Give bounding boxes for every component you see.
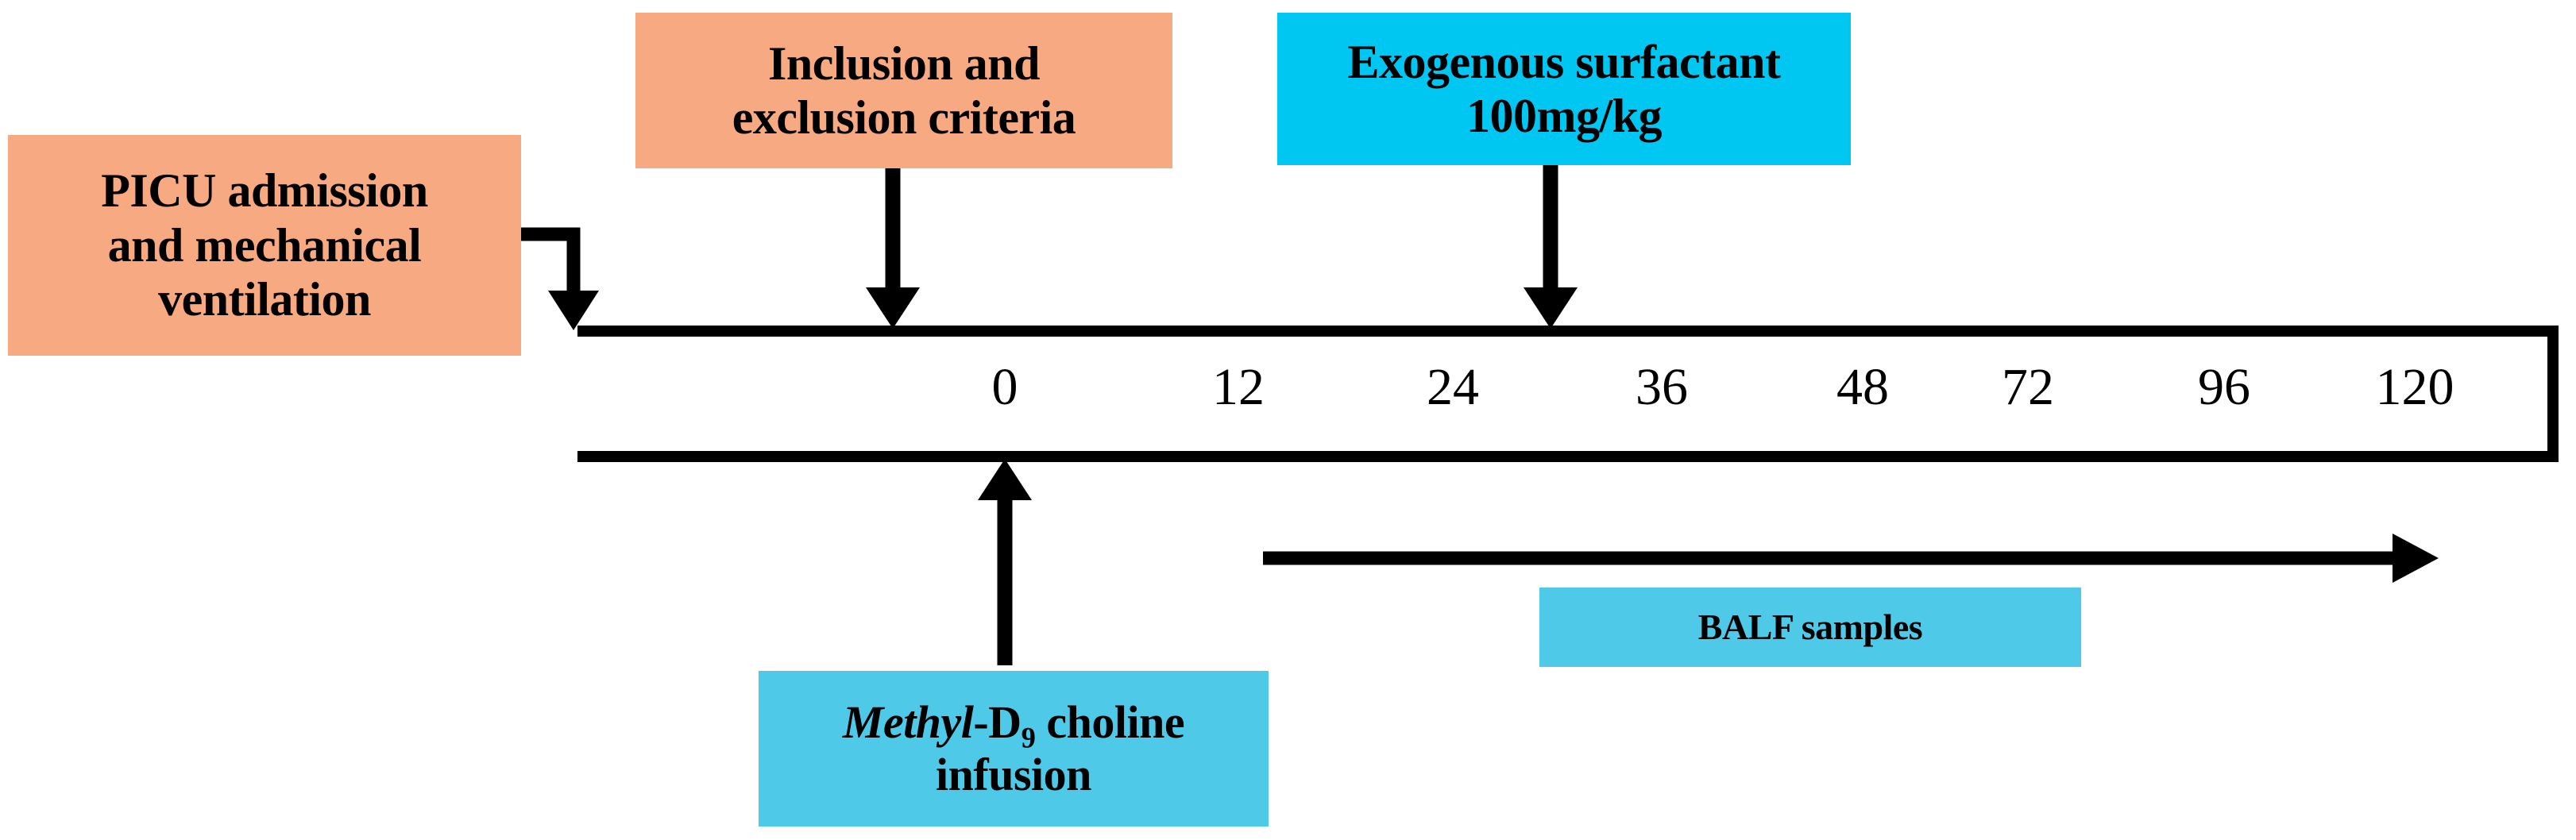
inclusion-arrow xyxy=(866,168,920,329)
inclusion-line-2: exclusion criteria xyxy=(732,91,1076,144)
surfactant-arrow xyxy=(1524,165,1578,329)
balf-samples-box: BALF samples xyxy=(1539,588,2081,667)
timeline-tick-48: 48 xyxy=(1836,358,1889,416)
balf-label: BALF samples xyxy=(1697,606,1923,647)
surfactant-line-2: 100mg/kg xyxy=(1466,90,1663,142)
timeline-tick-0: 0 xyxy=(991,358,1018,416)
picu-line-2: and mechanical xyxy=(107,218,422,272)
inclusion-exclusion-criteria-box: Inclusion and exclusion criteria xyxy=(635,13,1172,168)
timeline-band-right-cap xyxy=(2547,326,2559,462)
picu-admission-box: PICU admission and mechanical ventilatio… xyxy=(8,135,521,356)
exogenous-surfactant-box: Exogenous surfactant 100mg/kg xyxy=(1277,13,1851,165)
inclusion-line-1: Inclusion and xyxy=(767,37,1041,90)
timeline-tick-12: 12 xyxy=(1212,358,1265,416)
choline-rest: choline xyxy=(1035,696,1185,748)
surfactant-line-1: Exogenous surfactant xyxy=(1347,35,1781,88)
timeline-tick-24: 24 xyxy=(1427,358,1479,416)
choline-subscript: 9 xyxy=(1021,721,1036,754)
timeline-tick-36: 36 xyxy=(1636,358,1688,416)
choline-dash-d: -D xyxy=(973,696,1022,748)
choline-line-2: infusion xyxy=(936,749,1091,800)
picu-line-3: ventilation xyxy=(158,273,371,326)
balf-sampling-arrow xyxy=(1263,534,2439,583)
choline-arrow xyxy=(978,459,1032,665)
timeline-band-top-rail xyxy=(577,326,2559,337)
timeline-tick-96: 96 xyxy=(2198,358,2250,416)
timeline-band xyxy=(577,326,2559,462)
picu-line-1: PICU admission xyxy=(101,164,428,218)
timeline-tick-72: 72 xyxy=(2002,358,2054,416)
choline-emphasis: Methyl xyxy=(842,696,974,748)
picu-elbow-connector xyxy=(521,227,599,330)
methyl-d9-choline-infusion-box: Methyl-D9 choline infusion xyxy=(759,671,1269,827)
timeline-band-bottom-rail xyxy=(577,451,2559,462)
timeline-tick-120: 120 xyxy=(2375,358,2454,416)
